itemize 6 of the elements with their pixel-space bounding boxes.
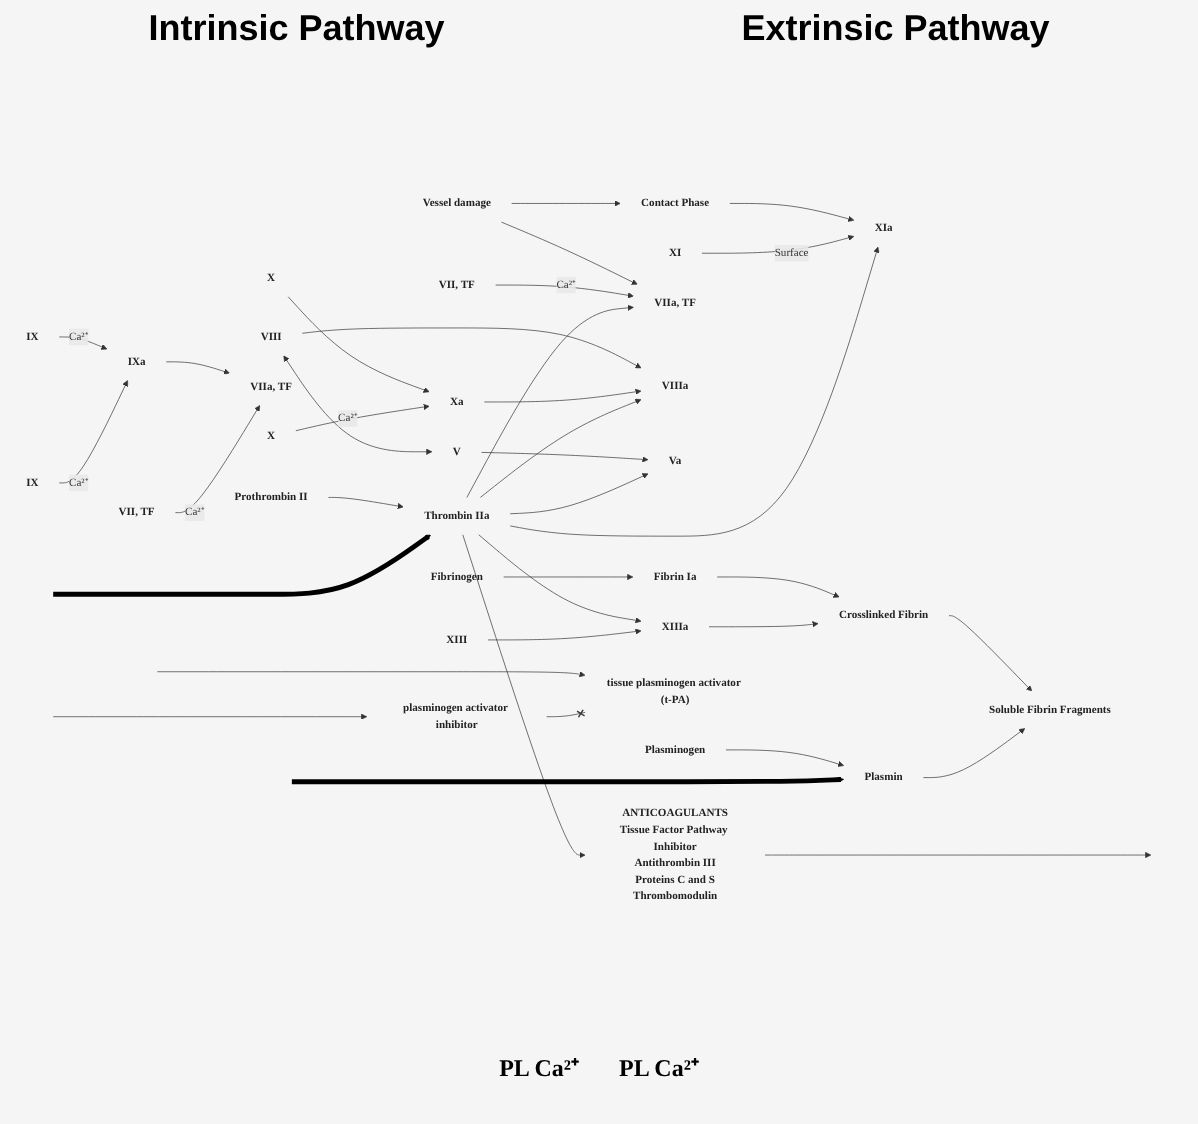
pathway-heading: Extrinsic Pathway: [741, 8, 1050, 50]
arrow: [291, 776, 845, 785]
arrow: [53, 534, 431, 597]
cofactor-label: PL Ca²⁺: [619, 1052, 699, 1084]
cofactor-label: PL Ca²⁺: [499, 1052, 579, 1084]
pathway-heading: Intrinsic Pathway: [148, 8, 445, 50]
